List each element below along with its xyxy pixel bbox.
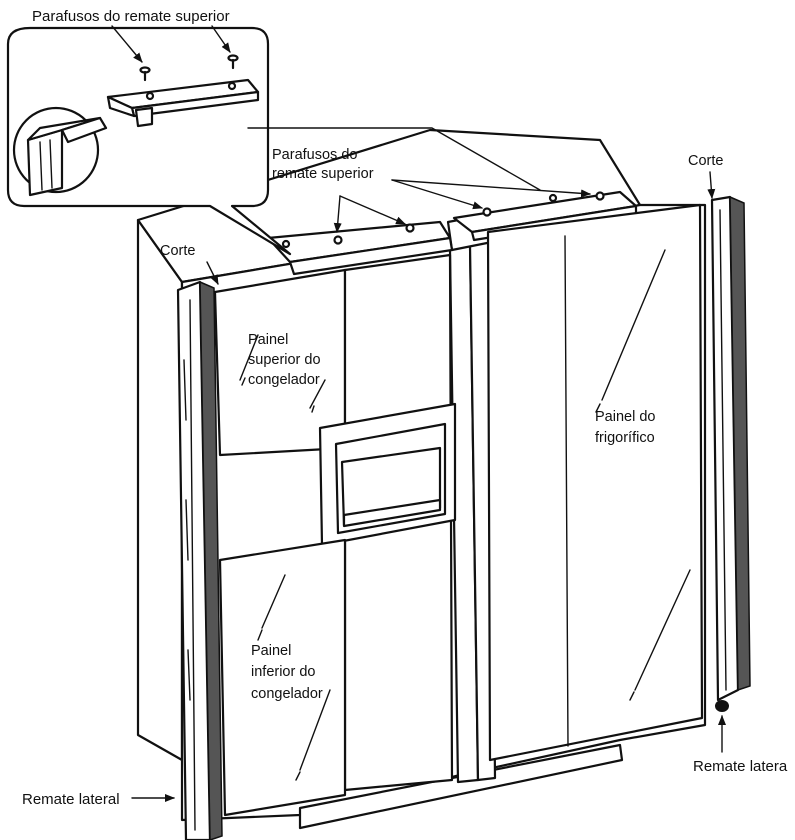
arrow-icon <box>111 25 143 63</box>
cut-right-label: Corte <box>688 153 723 169</box>
top-trim-left <box>266 220 454 276</box>
arrow-icon <box>391 179 483 210</box>
upper-freezer-label-line3: congelador <box>248 372 320 388</box>
arrow-icon <box>707 171 716 199</box>
arrow-icon <box>333 195 342 233</box>
refrigerator-panel <box>486 203 704 762</box>
lower-freezer-label-line1: Painel <box>251 643 291 659</box>
lower-freezer-label-line2: inferior do <box>251 664 315 680</box>
upper-freezer-label-line2: superior do <box>248 352 321 368</box>
screw-icon <box>227 54 239 70</box>
arrow-icon <box>339 195 406 225</box>
leader-lines <box>111 25 726 802</box>
dispenser <box>318 402 457 547</box>
screw-icon <box>548 193 558 203</box>
screw-icon <box>405 223 415 233</box>
screw-icon <box>145 91 155 101</box>
fridge-label-line1: Painel do <box>595 409 655 425</box>
inset-trim-piece <box>106 78 260 128</box>
lower-freezer-panel <box>218 538 347 817</box>
fridge-label-line2: frigorífico <box>595 430 655 446</box>
inset-screws-label: Parafusos do remate superior <box>32 8 230 25</box>
screw-icon <box>482 207 492 217</box>
screw-icon <box>333 235 343 245</box>
trim-end-cap <box>715 700 729 712</box>
screw-icon <box>595 191 605 201</box>
arrow-icon <box>391 179 591 198</box>
inset-callout <box>6 26 292 256</box>
left-side-trim <box>176 280 223 840</box>
right-side-trim <box>710 195 751 712</box>
right-side-trim-label: Remate latera <box>693 758 788 775</box>
inset-corner-detail <box>12 106 108 197</box>
left-side-trim-label: Remate lateral <box>22 791 120 808</box>
screw-icon <box>139 66 151 82</box>
cut-left-label: Corte <box>160 243 195 259</box>
text-labels: Parafusos do remate superior Parafusos d… <box>22 8 788 808</box>
top-screws-label-line2: remate superior <box>272 166 374 182</box>
top-screws-label-line1: Parafusos do <box>272 147 357 163</box>
screw-icon <box>281 239 291 249</box>
upper-freezer-label-line1: Painel <box>248 332 288 348</box>
lower-freezer-label-line3: congelador <box>251 686 323 702</box>
screw-icon <box>227 81 237 91</box>
arrow-icon <box>206 261 219 285</box>
arrow-icon <box>211 25 231 53</box>
